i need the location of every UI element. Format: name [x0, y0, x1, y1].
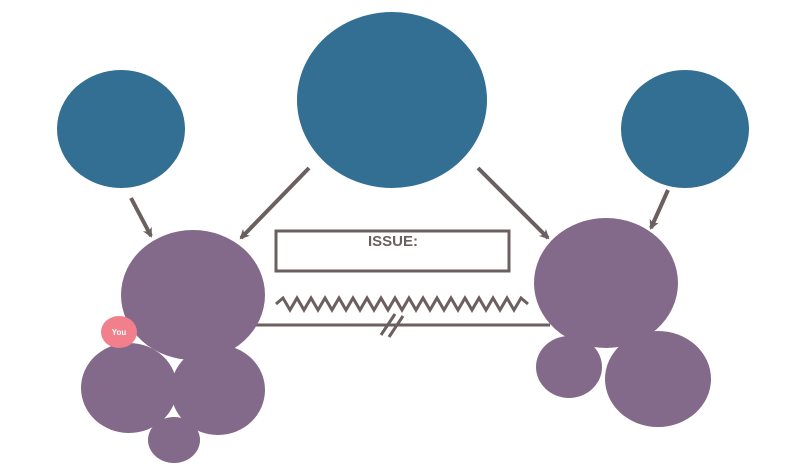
right-lower-small-node	[536, 336, 602, 398]
cutoff-mark-1	[379, 313, 397, 336]
arrow-top-right-to-right-group	[649, 189, 670, 230]
issue-box	[274, 229, 511, 273]
you-badge	[101, 316, 137, 348]
top-center-node	[297, 12, 487, 188]
issue-label: ISSUE:	[368, 233, 418, 250]
left-lower-left-node	[81, 343, 177, 433]
top-right-node	[621, 70, 749, 188]
cutoff-mark-2	[387, 315, 405, 338]
arrow-top-center-to-left-group	[239, 166, 311, 240]
you-label: You	[112, 328, 127, 337]
left-main-node	[121, 230, 265, 360]
left-bottom-small-node	[148, 417, 200, 463]
right-main-node	[534, 218, 678, 348]
left-lower-right-node	[171, 345, 265, 435]
arrow-top-left-to-left-group	[129, 197, 153, 238]
right-lower-large-node	[605, 331, 711, 427]
arrow-top-center-to-right-group	[476, 166, 550, 240]
top-left-node	[57, 70, 185, 188]
conflict-zigzag-line	[275, 295, 529, 313]
